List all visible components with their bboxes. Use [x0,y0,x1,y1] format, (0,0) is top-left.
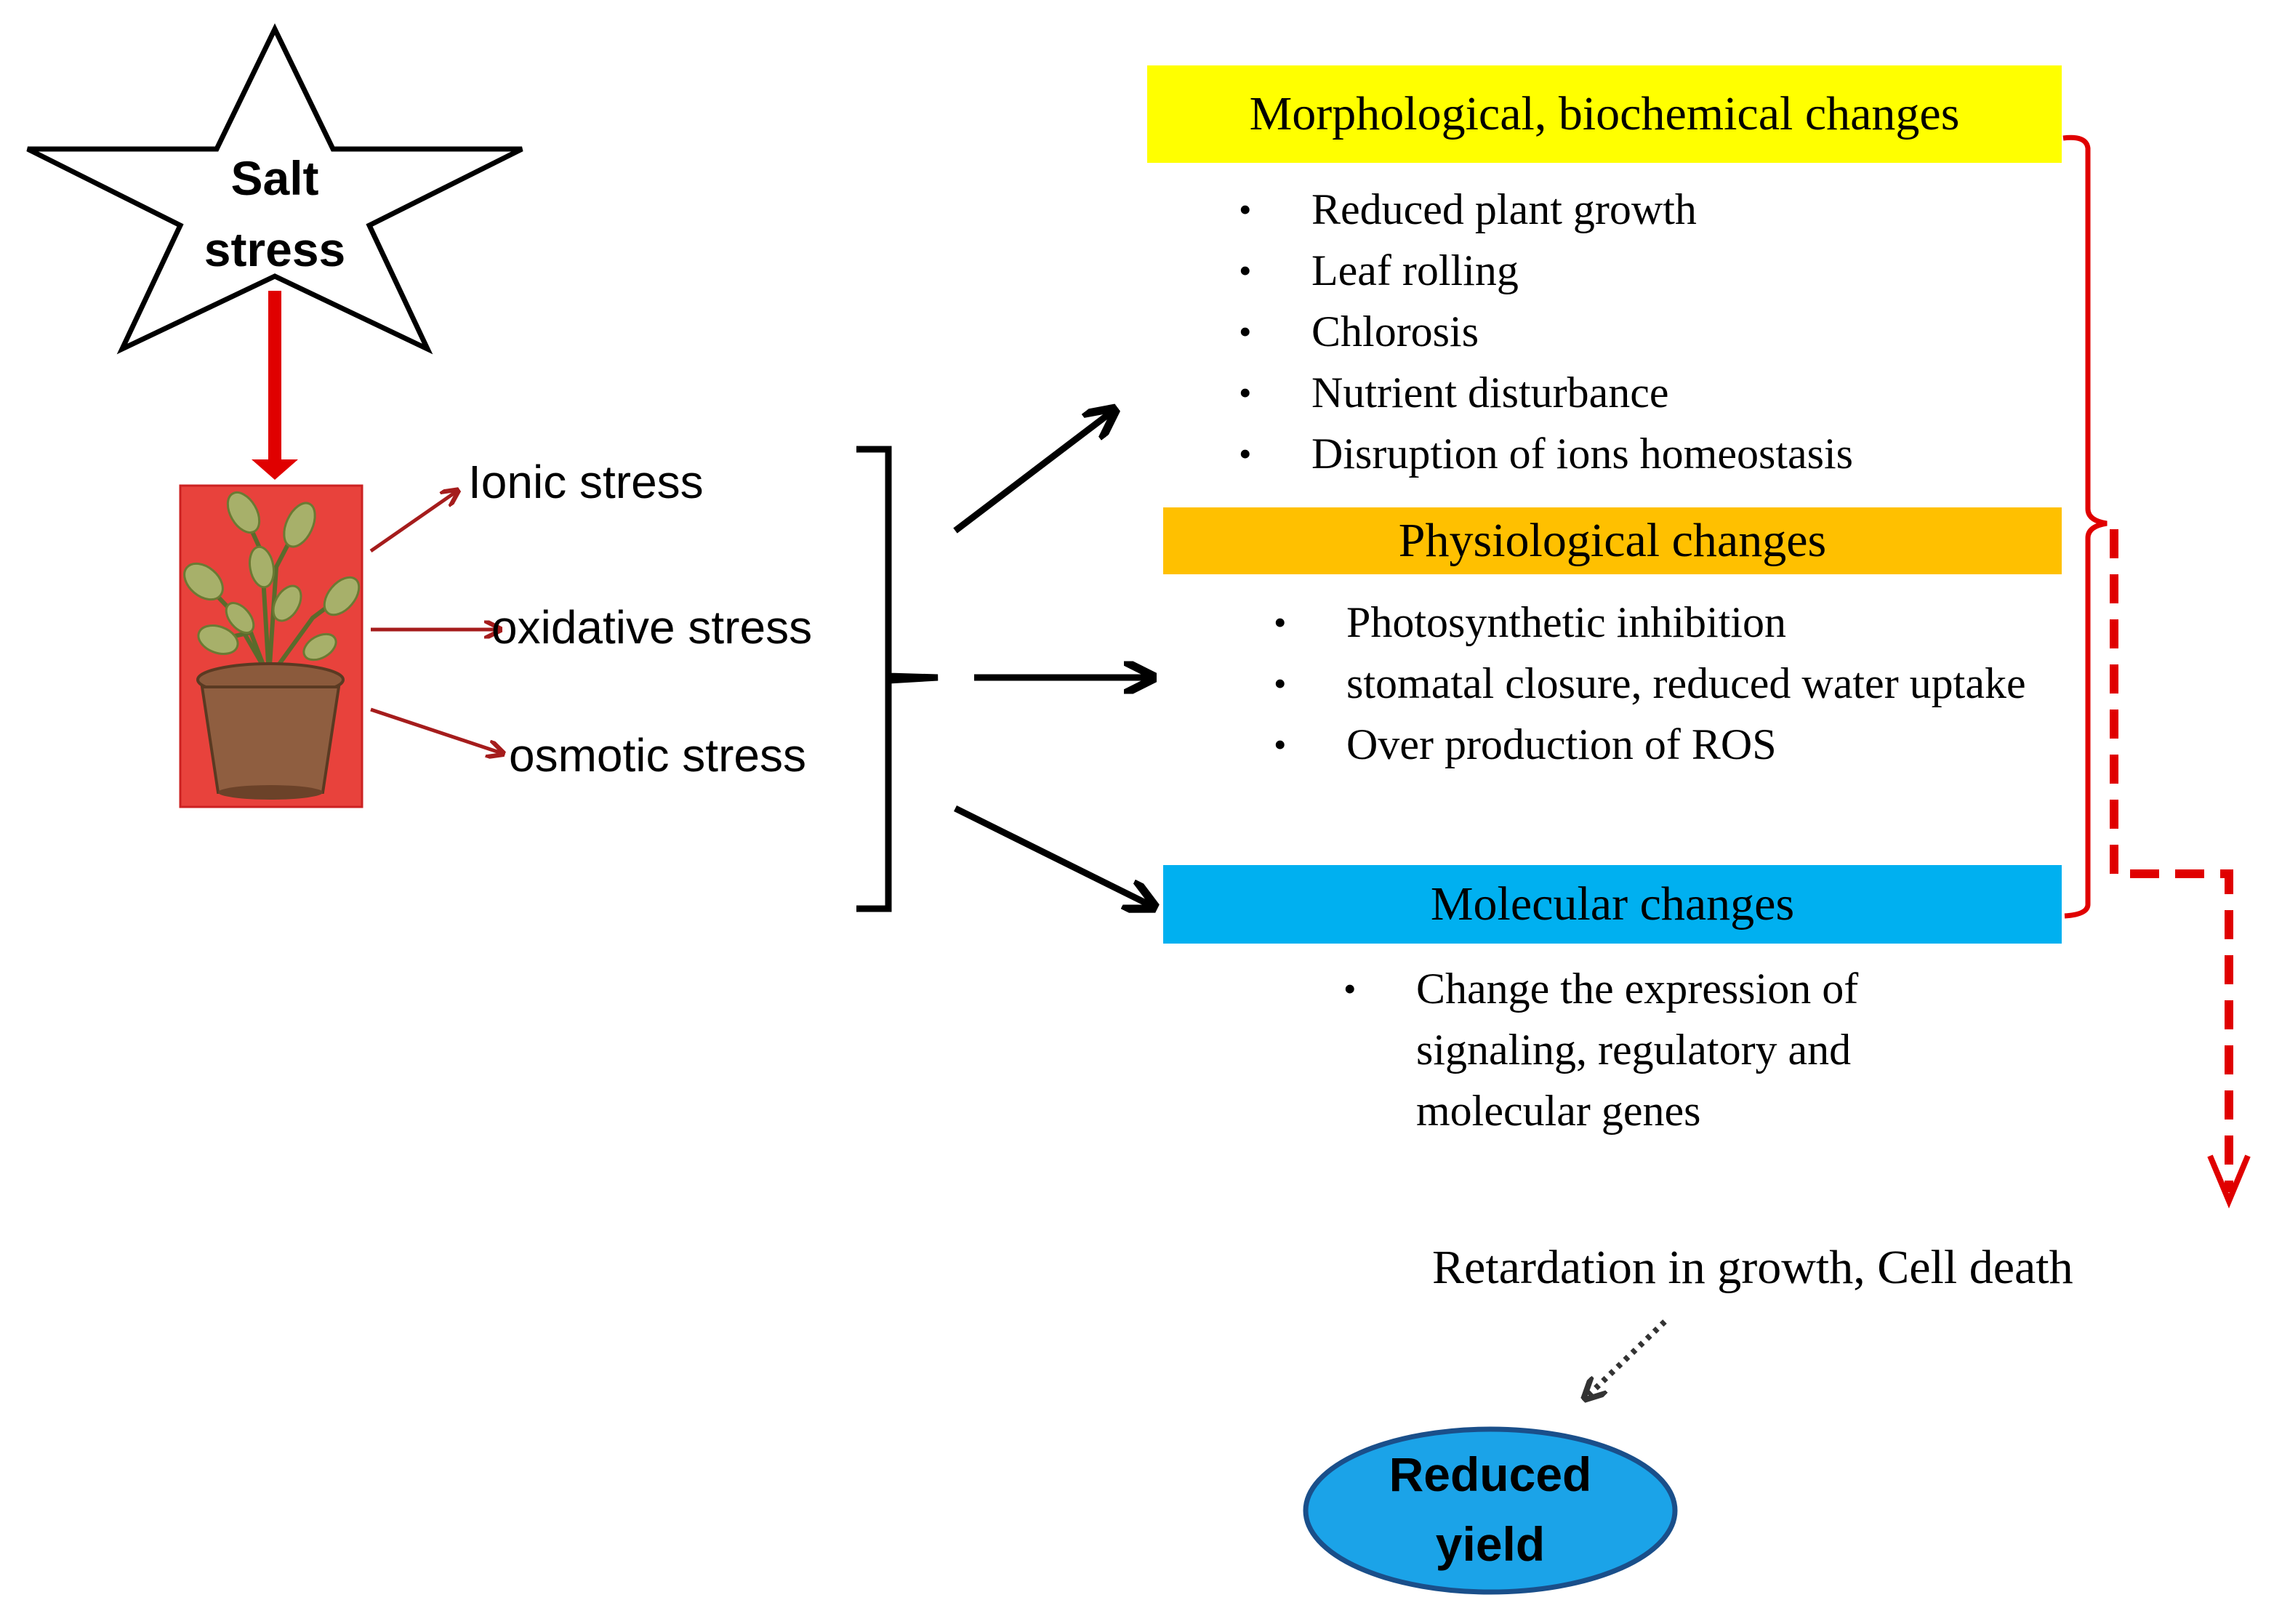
physiological-item: stomatal closure, reduced water uptake [1274,653,2030,714]
molecular-list: Change the expression of signaling, regu… [1343,958,1969,1141]
physiological-header: Physiological changes [1163,507,2062,574]
plant-to-ionic-arrow [369,491,457,553]
salt-stress-line2: stress [204,222,346,276]
star-to-plant-arrowhead [252,459,298,480]
salt-stress-label: Salt stress [166,142,384,285]
effects-to-outcome-arrowhead [2207,1154,2251,1209]
pot-body [200,686,341,794]
oxidative-stress-label: oxidative stress [491,601,813,654]
reduced-yield-ellipse [1303,1426,1678,1595]
molecular-header: Molecular changes [1163,865,2062,944]
outcome-to-yield-dotted-arrow [1586,1319,1667,1397]
physiological-item: Photosynthetic inhibition [1274,592,2030,653]
morphological-header: Morphological, biochemical changes [1147,65,2062,163]
salt-stress-line1: Salt [230,151,319,205]
morphological-item: Nutrient disturbance [1239,362,2038,423]
reduced-yield-line1: Reduced [1389,1447,1592,1501]
reduced-yield-label: Reduced yield [1345,1439,1636,1579]
physiological-item: Over production of ROS [1274,714,2030,775]
morphological-item: Leaf rolling [1239,240,2038,301]
stress-bracket [856,446,939,912]
molecular-item: Change the expression of signaling, regu… [1343,958,1969,1141]
plant-to-osmotic-arrow [370,707,502,753]
potted-plant-image [179,484,363,808]
outcome-label: Retardation in growth, Cell death [1432,1241,2073,1294]
morphological-item: Chlorosis [1239,301,2038,362]
morphological-list: Reduced plant growth Leaf rolling Chloro… [1239,179,2038,484]
to-molecular-arrow [953,805,1152,906]
effects-bracket [2062,134,2108,919]
plant-leaves [183,491,361,662]
morphological-item: Reduced plant growth [1239,179,2038,240]
to-morphological-arrow [953,411,1112,534]
salt-stress-star [26,23,523,355]
reduced-yield-line2: yield [1435,1517,1546,1571]
morphological-item: Disruption of ions homeostasis [1239,423,2038,484]
effects-to-outcome-dashed-arrow [2110,529,2233,1192]
osmotic-stress-label: osmotic stress [509,729,806,781]
physiological-list: Photosynthetic inhibition stomatal closu… [1274,592,2030,775]
ionic-stress-label: Ionic stress [468,456,704,508]
